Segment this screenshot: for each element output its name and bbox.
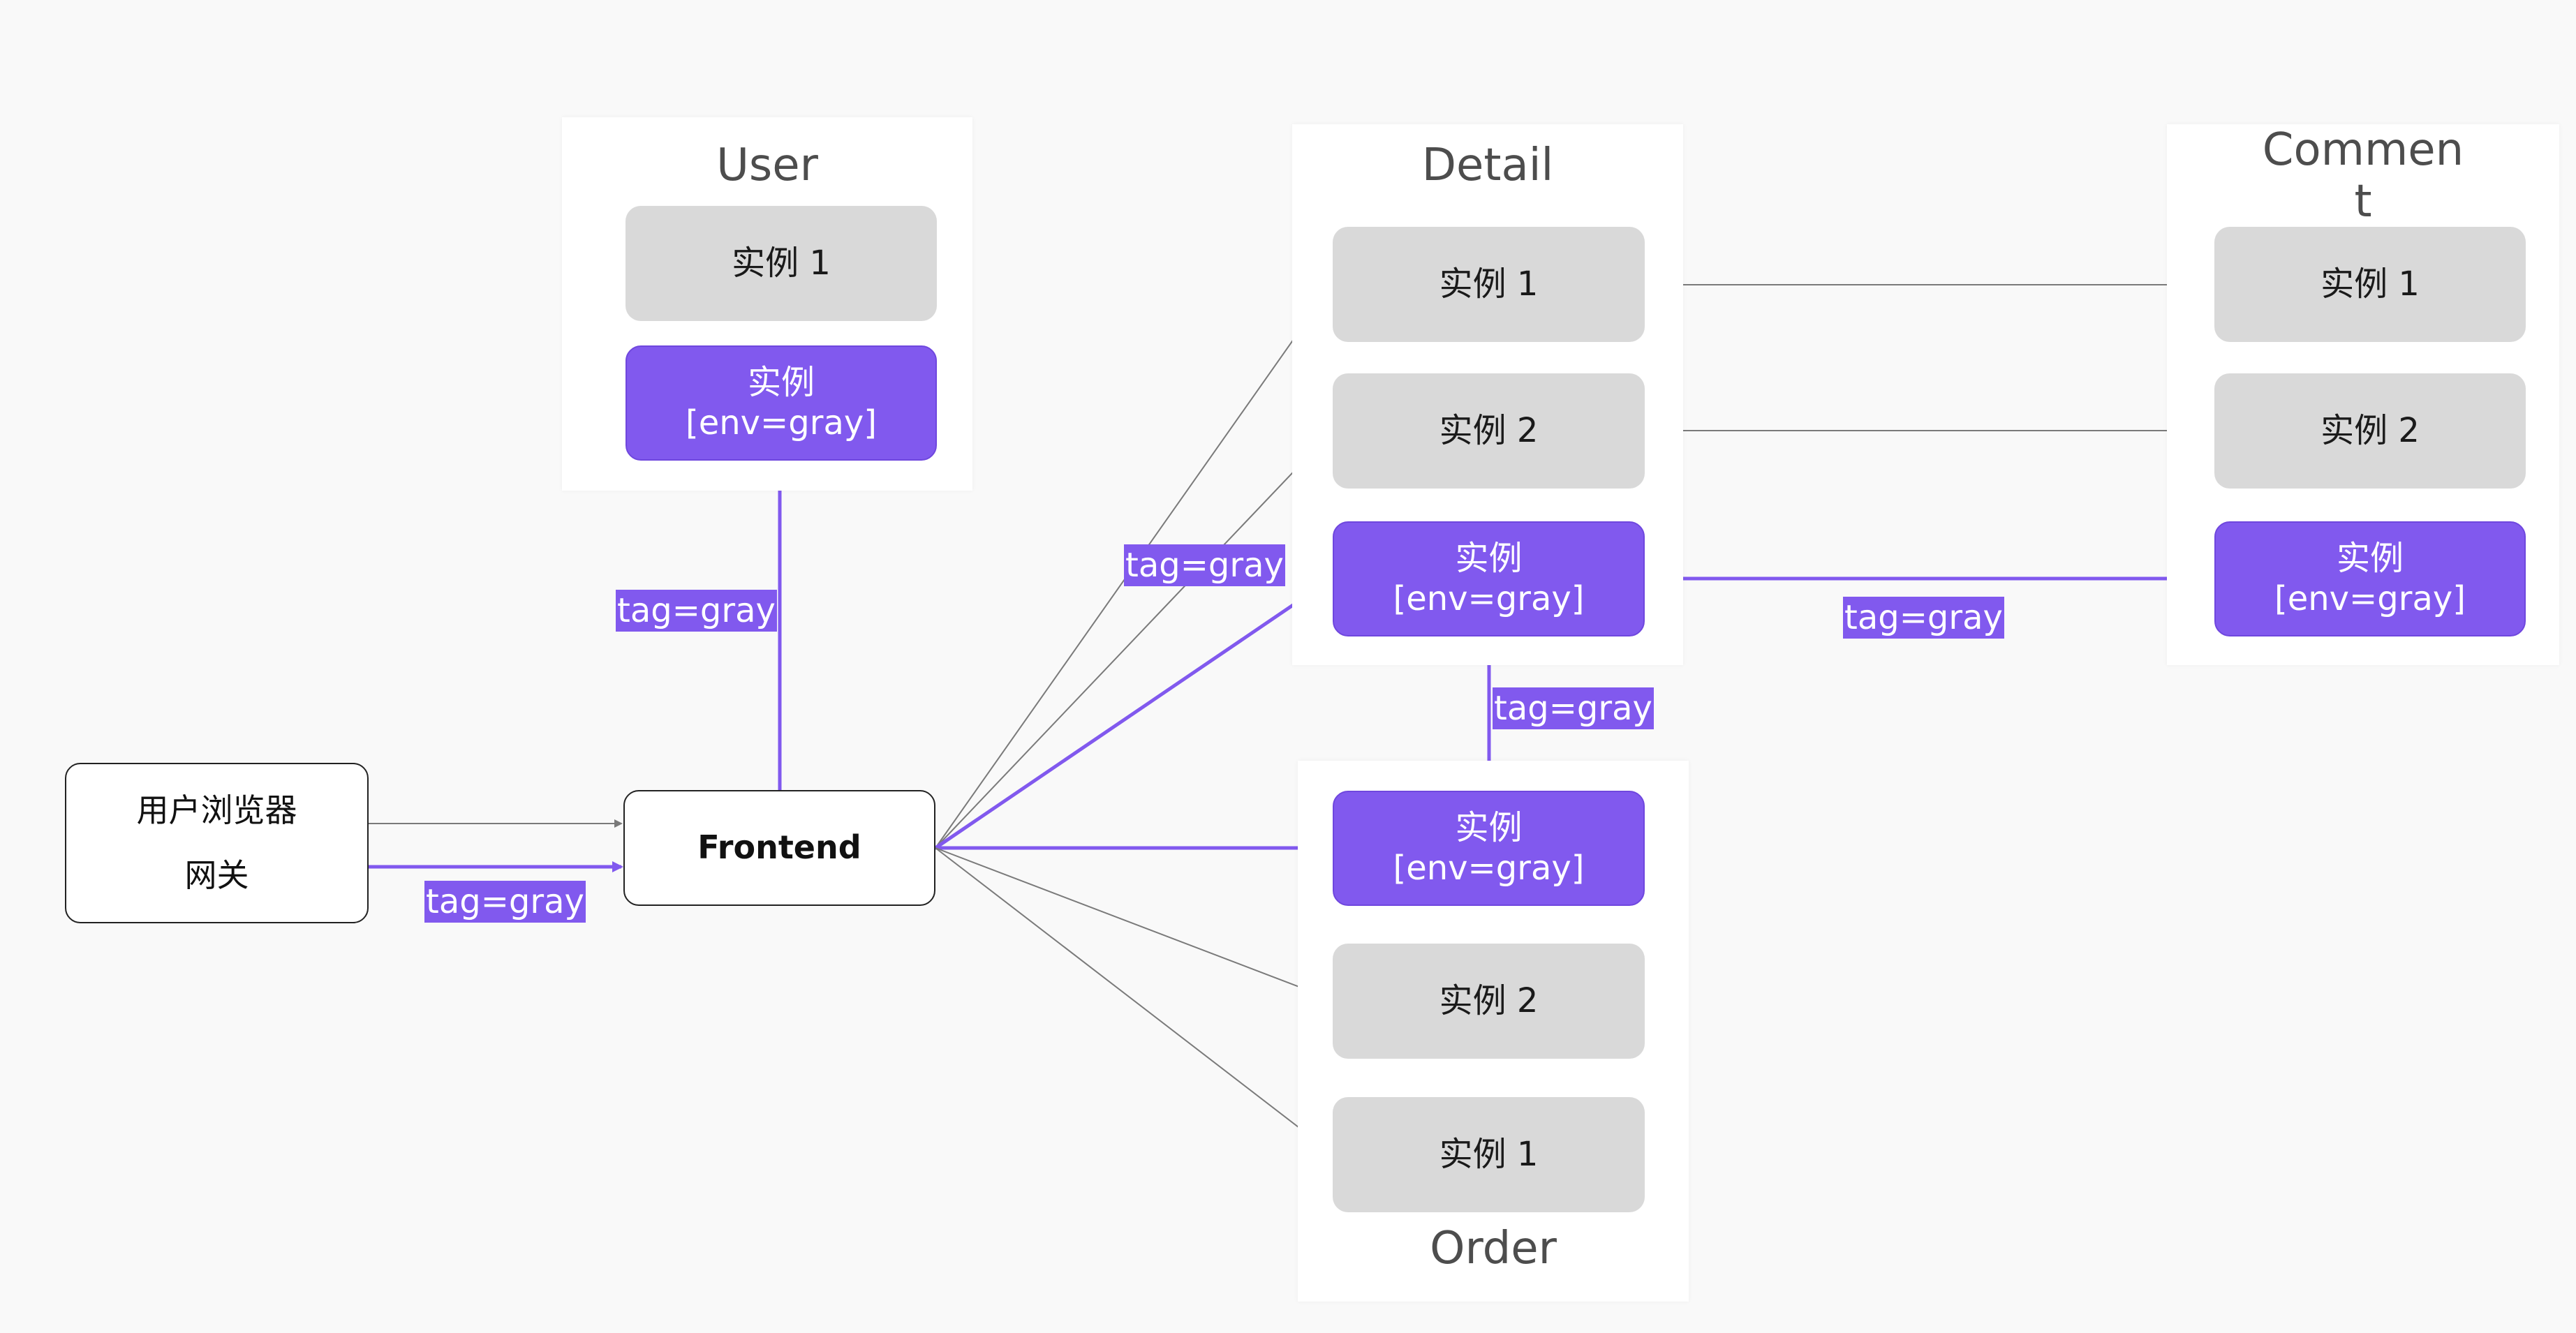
user-gray-instance-label: 实例: [747, 362, 815, 402]
order-gray-instance-label: 实例: [1455, 807, 1523, 847]
detail-instance-2[interactable]: 实例 2: [1333, 373, 1645, 489]
detail-instance-2-label: 实例 2: [1439, 410, 1539, 450]
user-instance-1[interactable]: 实例 1: [626, 206, 937, 321]
comment-gray-instance-label: 实例: [2336, 538, 2404, 578]
frontend-to-detail-gray-line: [934, 576, 1334, 850]
tag-frontend-to-detail: tag=gray: [1124, 544, 1285, 586]
order-gray-instance[interactable]: 实例 [env=gray]: [1333, 791, 1645, 906]
order-instance-2-label: 实例 2: [1439, 981, 1539, 1020]
frontend-to-order-1-line: [935, 847, 1333, 1154]
frontend-label: Frontend: [697, 828, 861, 867]
detail-instance-1-label: 实例 1: [1439, 264, 1539, 304]
tag-frontend-to-user: tag=gray: [616, 590, 777, 632]
comment-instance-1-label: 实例 1: [2320, 264, 2420, 304]
user-gray-instance-env: [env=gray]: [685, 403, 878, 442]
client-gateway-node[interactable]: 用户浏览器 网关: [65, 763, 369, 923]
order-instance-1[interactable]: 实例 1: [1333, 1097, 1645, 1212]
comment-gray-instance-env: [env=gray]: [2274, 579, 2466, 618]
user-service-title: User: [716, 140, 818, 191]
order-gray-instance-env: [env=gray]: [1393, 848, 1585, 888]
comment-instance-2[interactable]: 实例 2: [2214, 373, 2526, 489]
frontend-node[interactable]: Frontend: [623, 790, 935, 906]
detail-service-title: Detail: [1421, 140, 1554, 191]
detail-instance-1[interactable]: 实例 1: [1333, 227, 1645, 342]
tag-detail-to-comment: tag=gray: [1843, 597, 2004, 639]
comment-service-title: Comment: [2262, 124, 2464, 228]
detail-gray-instance-env: [env=gray]: [1393, 579, 1585, 618]
frontend-to-order-2-line: [935, 847, 1333, 1001]
comment-gray-instance[interactable]: 实例 [env=gray]: [2214, 521, 2526, 636]
user-gray-instance[interactable]: 实例 [env=gray]: [626, 345, 937, 461]
client-label: 用户浏览器: [136, 791, 297, 829]
gateway-label: 网关: [184, 856, 249, 894]
order-instance-1-label: 实例 1: [1439, 1134, 1539, 1174]
order-service-title: Order: [1430, 1223, 1557, 1274]
detail-gray-instance[interactable]: 实例 [env=gray]: [1333, 521, 1645, 636]
frontend-to-detail-2-line: [935, 430, 1333, 849]
comment-instance-2-label: 实例 2: [2320, 410, 2420, 450]
order-instance-2[interactable]: 实例 2: [1333, 944, 1645, 1059]
comment-instance-1[interactable]: 实例 1: [2214, 227, 2526, 342]
detail-gray-instance-label: 实例: [1455, 538, 1523, 578]
tag-order-to-detail: tag=gray: [1493, 687, 1654, 729]
tag-client-to-frontend: tag=gray: [424, 881, 586, 923]
user-instance-1-label: 实例 1: [732, 243, 831, 283]
